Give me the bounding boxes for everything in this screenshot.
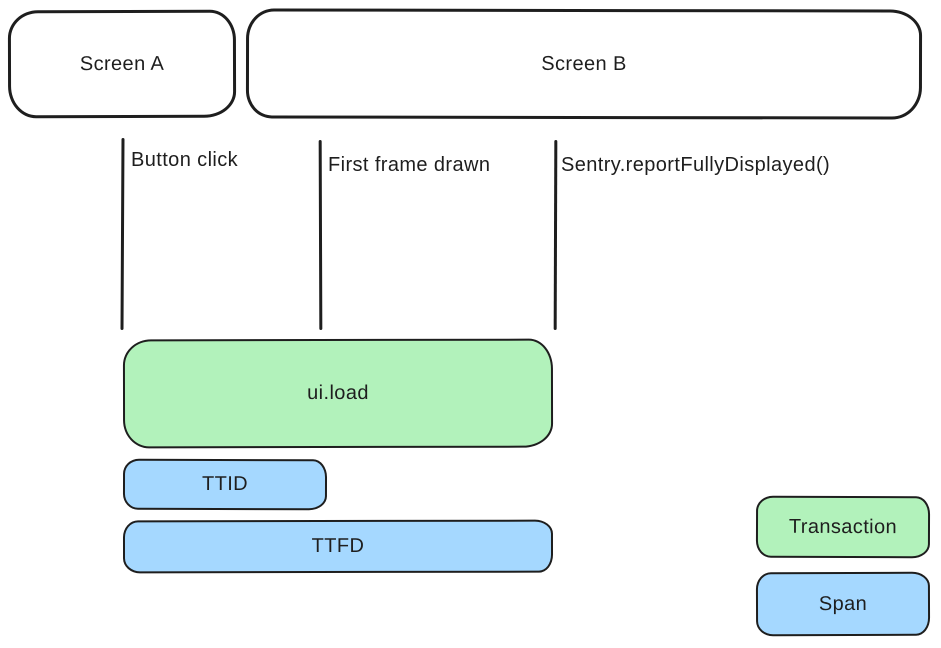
span-bar-ttfd: TTFD xyxy=(122,519,554,574)
ttfd-bar-label: TTFD xyxy=(311,534,365,558)
ttid-bar-label: TTID xyxy=(201,472,249,496)
marker-line-button-click xyxy=(120,137,125,331)
marker-label-button-click: Button click xyxy=(131,149,239,171)
screen-a-box: Screen A xyxy=(7,9,237,119)
legend-span-label: Span xyxy=(818,592,868,615)
legend-span-swatch: Span xyxy=(755,571,931,637)
marker-line-report-fully-displayed xyxy=(553,139,558,331)
legend-transaction-swatch: Transaction xyxy=(755,495,931,559)
marker-line-first-frame-drawn xyxy=(318,139,323,331)
marker-label-first-frame-drawn: First frame drawn xyxy=(328,154,491,176)
transaction-bar-label: ui.load xyxy=(307,381,369,405)
span-bar-ttid: TTID xyxy=(122,458,328,511)
screen-b-box: Screen B xyxy=(245,8,923,120)
legend-transaction-label: Transaction xyxy=(788,515,898,538)
transaction-bar-ui-load: ui.load xyxy=(122,338,554,449)
marker-label-report-fully-displayed: Sentry.reportFullyDisplayed() xyxy=(561,154,831,176)
screen-b-label: Screen B xyxy=(541,52,627,75)
screen-a-label: Screen A xyxy=(79,52,165,75)
